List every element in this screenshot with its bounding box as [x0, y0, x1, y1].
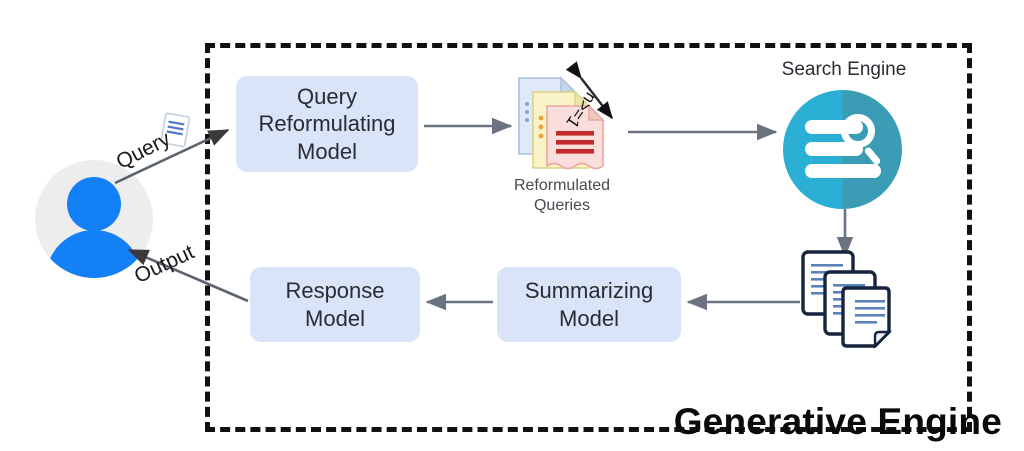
reformulated-queries-caption: Reformulated Queries	[500, 176, 624, 215]
node-response-model[interactable]: Response Model	[250, 267, 420, 342]
node-label-line1: Response	[285, 278, 385, 304]
node-label-line2: Reformulating	[258, 111, 396, 137]
page-title: Generative Engine	[673, 401, 1002, 442]
caption-line1: Reformulated	[513, 177, 611, 194]
person-icon-head	[67, 177, 121, 231]
node-summarizing-model[interactable]: Summarizing Model	[497, 267, 681, 342]
flow-label-query: Query	[112, 127, 174, 174]
node-label-line1: Summarizing	[524, 278, 654, 304]
node-label-line1: Query	[297, 84, 357, 110]
generative-engine-frame	[205, 43, 972, 432]
node-query-reformulating-model[interactable]: Query Reformulating Model	[236, 76, 418, 172]
caption-line2: Queries	[533, 196, 591, 214]
node-label-line2: Model	[559, 305, 619, 331]
magnifier-icon-lens	[841, 114, 875, 148]
person-icon-body	[46, 230, 142, 278]
node-label-line2: Model	[305, 305, 365, 331]
user-avatar	[35, 160, 153, 278]
magnifier-icon-handle	[863, 146, 882, 166]
search-engine-label: Search Engine	[781, 59, 907, 80]
node-label-line3: Model	[297, 138, 357, 164]
search-engine-icon[interactable]	[783, 90, 902, 209]
search-icon-bar	[805, 164, 881, 178]
